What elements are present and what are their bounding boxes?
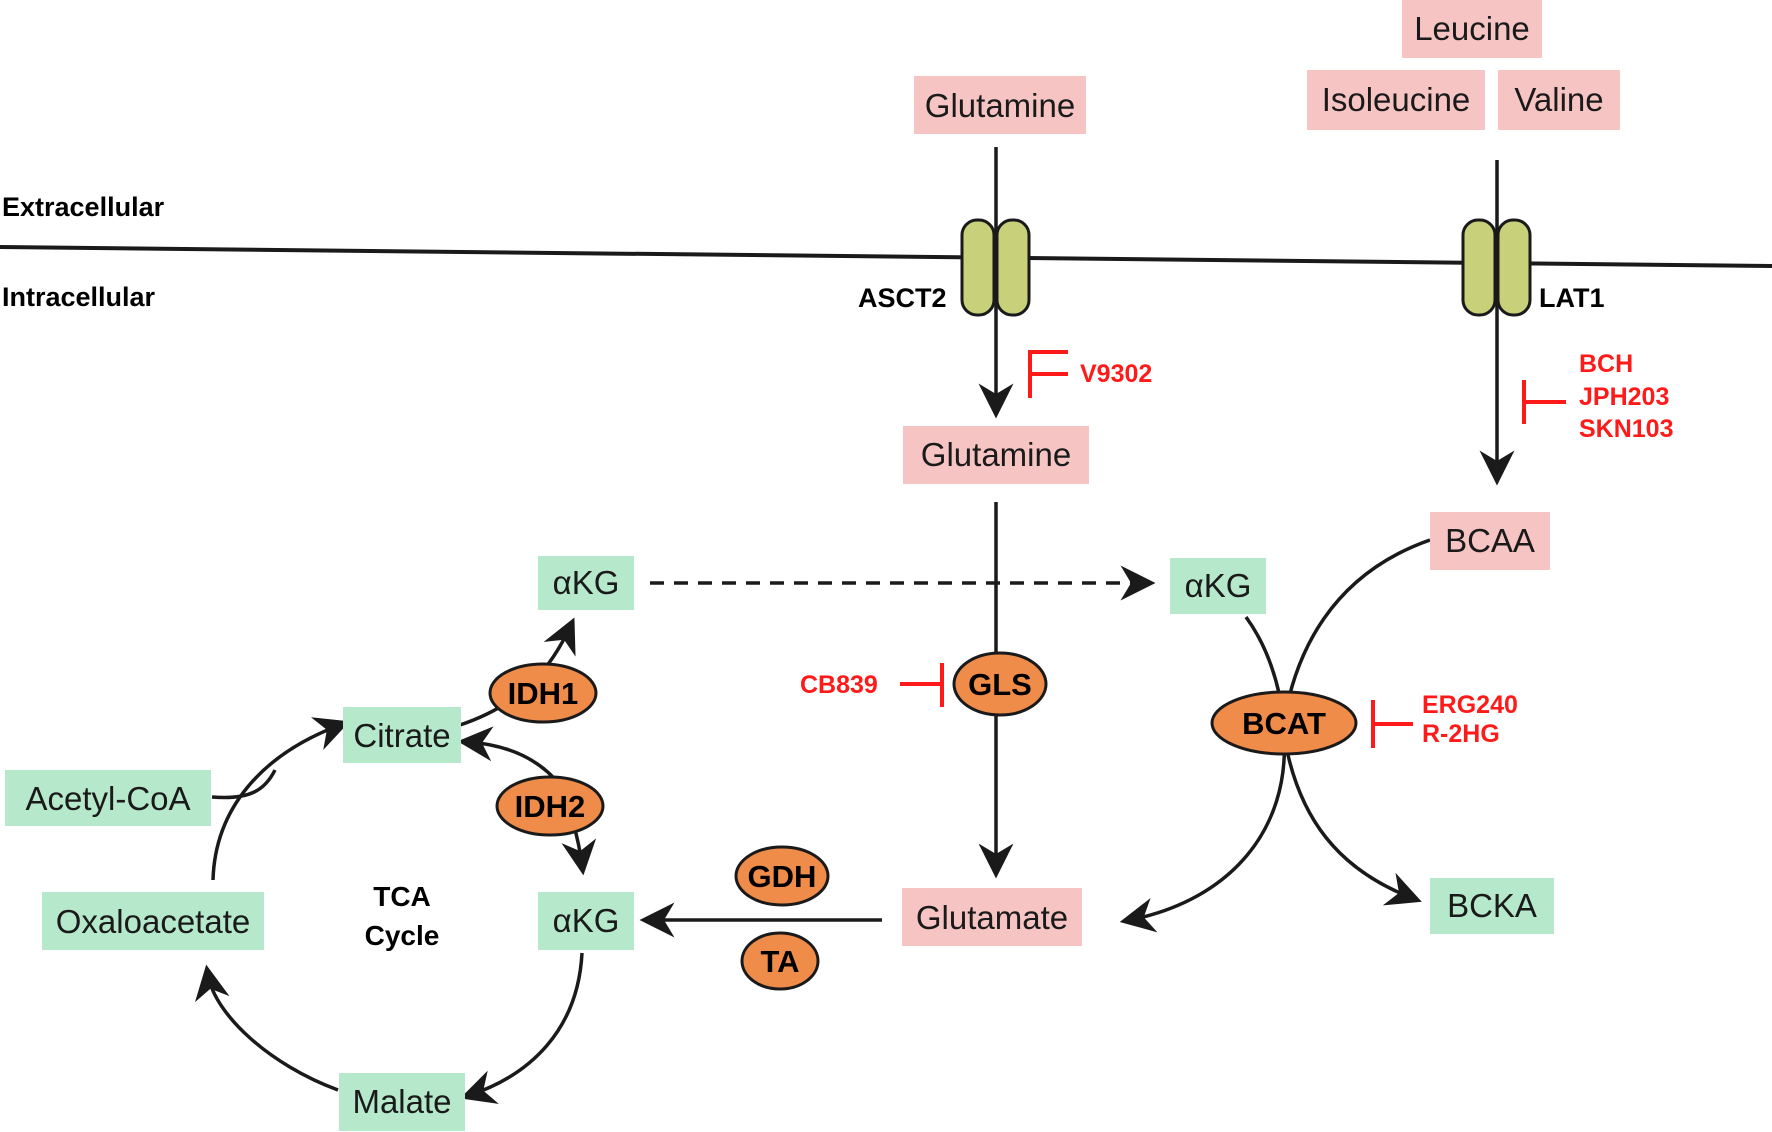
inhibitor-cb839: CB839 — [800, 671, 878, 699]
enzyme-bcat: BCAT — [1210, 690, 1358, 756]
enzyme-idh2: IDH2 — [495, 775, 605, 837]
inhibitor-jph203: JPH203 — [1579, 383, 1669, 411]
svg-text:Oxaloacetate: Oxaloacetate — [56, 903, 250, 940]
box-glutamate: Glutamate — [902, 888, 1082, 946]
inhibitor-v9302: V9302 — [1080, 360, 1152, 388]
svg-text:Malate: Malate — [352, 1083, 451, 1120]
box-oxaloacetate: Oxaloacetate — [42, 892, 264, 950]
enzyme-idh1: IDH1 — [488, 662, 598, 724]
arrow-malate-to-oxaloacetate — [195, 964, 339, 1092]
svg-text:Glutamine: Glutamine — [925, 87, 1075, 124]
enzyme-gls: GLS — [952, 651, 1048, 717]
box-bcaa: BCAA — [1430, 512, 1550, 570]
box-malate: Malate — [339, 1073, 465, 1131]
svg-text:Acetyl-CoA: Acetyl-CoA — [25, 780, 190, 817]
tca-cycle-label-line2: Cycle — [365, 920, 440, 951]
arrow-akg-to-malate — [460, 952, 584, 1104]
box-glutamine-intracellular: Glutamine — [903, 426, 1089, 484]
asct2-transporter — [960, 218, 1031, 317]
svg-text:αKG: αKG — [553, 564, 620, 601]
inhibitor-erg240: ERG240 — [1422, 691, 1518, 719]
box-valine: Valine — [1498, 70, 1620, 130]
arrow-bcat-to-glutamate — [1119, 734, 1287, 933]
inhibitor-r2hg: R-2HG — [1422, 720, 1500, 748]
svg-text:GLS: GLS — [968, 667, 1032, 702]
enzyme-gdh: GDH — [734, 845, 830, 907]
svg-text:IDH2: IDH2 — [515, 789, 586, 824]
enzyme-ta: TA — [740, 931, 820, 991]
box-akg-bottom: αKG — [538, 892, 634, 950]
inhibitor-skn103: SKN103 — [1579, 415, 1674, 443]
svg-text:TA: TA — [760, 944, 799, 979]
svg-text:IDH1: IDH1 — [508, 676, 579, 711]
svg-text:αKG: αKG — [1185, 567, 1252, 604]
inhibitor-bch: BCH — [1579, 350, 1633, 378]
svg-text:BCAA: BCAA — [1445, 522, 1535, 559]
svg-text:Valine: Valine — [1514, 81, 1603, 118]
intracellular-label: Intracellular — [2, 282, 156, 312]
svg-text:BCAT: BCAT — [1242, 706, 1326, 741]
tca-cycle-label-line1: TCA — [373, 881, 431, 912]
svg-text:Glutamine: Glutamine — [921, 436, 1071, 473]
box-citrate: Citrate — [343, 707, 461, 763]
box-bcka: BCKA — [1430, 878, 1554, 934]
extracellular-label: Extracellular — [2, 192, 165, 222]
box-akg-right: αKG — [1170, 558, 1266, 614]
lat1-label: LAT1 — [1539, 283, 1605, 313]
box-isoleucine: Isoleucine — [1307, 70, 1485, 130]
svg-text:GDH: GDH — [748, 859, 817, 894]
lat1-transporter — [1461, 218, 1532, 317]
box-leucine: Leucine — [1402, 0, 1542, 58]
svg-text:Isoleucine: Isoleucine — [1322, 81, 1471, 118]
box-glutamine-extracellular: Glutamine — [914, 76, 1086, 134]
box-acetyl-coa: Acetyl-CoA — [5, 770, 211, 826]
svg-text:BCKA: BCKA — [1447, 887, 1537, 924]
svg-text:Glutamate: Glutamate — [916, 899, 1068, 936]
arrow-acetylcoa-join — [211, 769, 277, 800]
asct2-label: ASCT2 — [858, 283, 947, 313]
svg-text:Leucine: Leucine — [1414, 10, 1530, 47]
arrow-bcat-to-bcka — [1282, 734, 1422, 906]
box-akg-top: αKG — [538, 556, 634, 610]
svg-text:Citrate: Citrate — [353, 717, 450, 754]
arrow-oxaloacetate-to-citrate — [211, 717, 350, 881]
svg-text:αKG: αKG — [553, 902, 620, 939]
